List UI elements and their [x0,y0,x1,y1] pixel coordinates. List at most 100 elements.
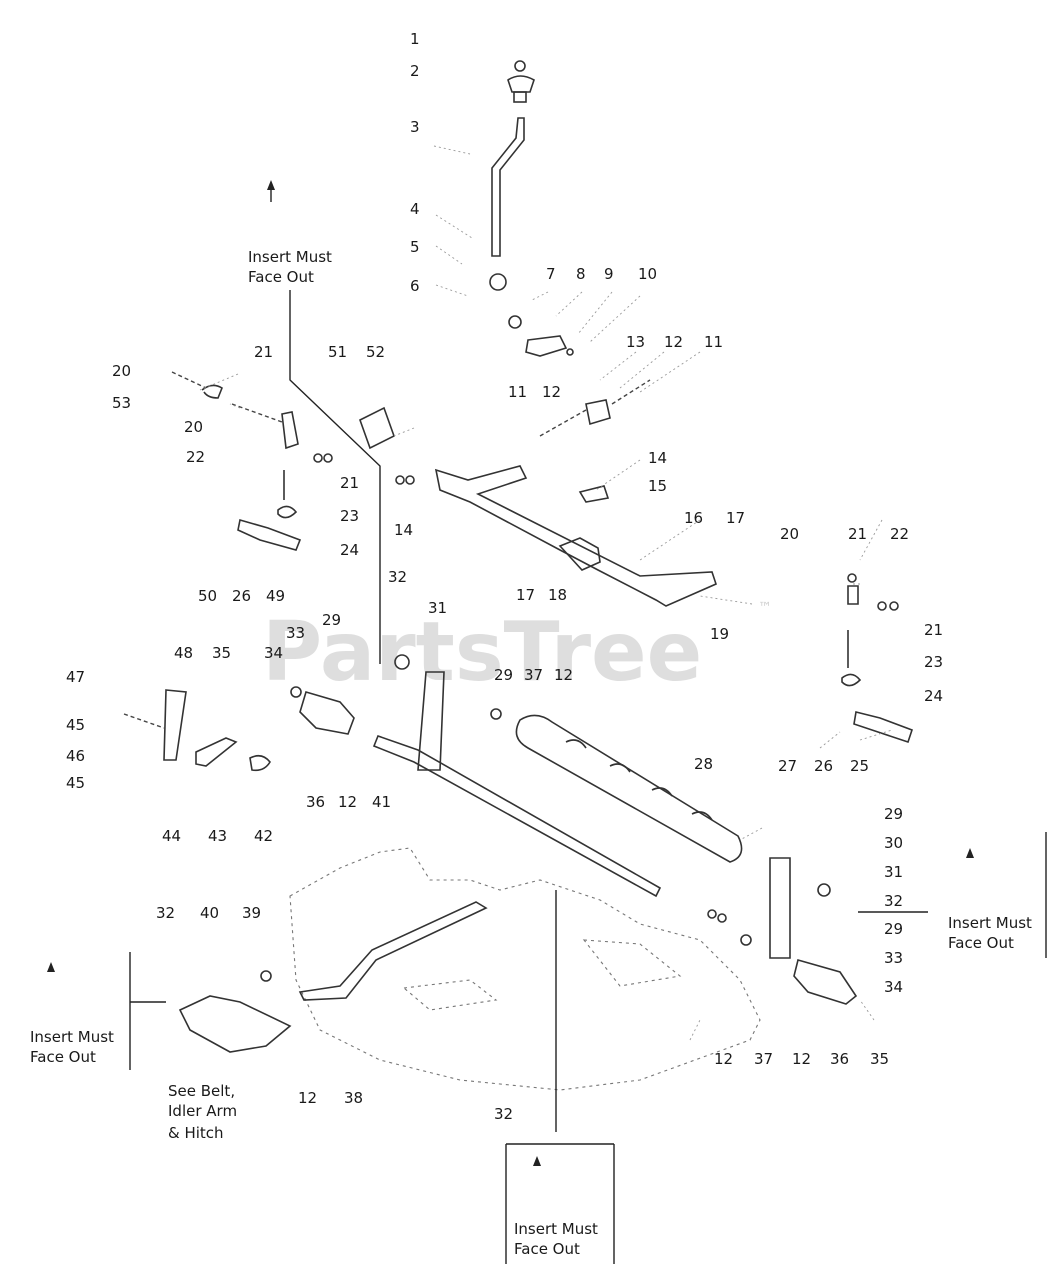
callout-c35b: 35 [870,1050,889,1068]
callout-c16: 16 [684,509,703,527]
callout-c29b: 29 [494,666,513,684]
rear-bushing [817,883,831,897]
callout-c21b: 21 [340,474,359,492]
leader-lines-upper [433,145,701,393]
left-roller [299,691,355,735]
callout-c21c: 21 [848,525,867,543]
right-washer-b [889,601,899,611]
callout-c11b: 11 [508,383,527,401]
washer-d [323,453,333,463]
adjust-bolt [277,470,298,519]
rear-washer [740,934,752,946]
right-washer-a [877,601,887,611]
lift-shaft [434,465,717,607]
mount-bolt [123,713,165,729]
link-block [585,399,611,426]
insert-note-top: Insert Must Face Out [248,180,332,286]
insert-note-left: Insert Must Face Out [30,952,131,1070]
callout-c12f: 12 [792,1050,811,1068]
callout-c1: 1 [410,30,420,48]
see-belt-line3: & Hitch [168,1124,224,1142]
callout-c12b: 12 [542,383,561,401]
callout-c32d: 32 [494,1105,513,1123]
rear-spacer-a [707,909,717,919]
adjust-arm-left [237,518,302,551]
callout-c20c: 20 [780,525,799,543]
see-belt-note: See Belt, Idler Arm & Hitch [168,1082,237,1142]
callout-c5: 5 [410,238,420,256]
callout-c21d: 21 [924,621,943,639]
callout-c24b: 24 [924,687,943,705]
callout-c29c: 29 [884,805,903,823]
callout-c17b: 17 [516,586,535,604]
callout-c26b: 26 [814,757,833,775]
callout-c28: 28 [694,755,713,773]
callout-c38: 38 [344,1089,363,1107]
callout-c23b: 23 [924,653,943,671]
callout-c34b: 34 [884,978,903,996]
callout-c14a: 14 [648,449,667,467]
callout-c45a: 45 [66,716,85,734]
right-link [847,585,859,605]
front-hitch-rod [298,901,488,1001]
lift-handle-rod [491,117,525,257]
callout-c13: 13 [626,333,645,351]
right-clip [847,573,857,583]
grip-clip [489,273,507,291]
callout-c24a: 24 [340,541,359,559]
callout-c8: 8 [576,265,586,283]
insert-note-line1: Insert Must [248,248,332,266]
knob [507,75,535,93]
adjust-arm-right [853,711,914,744]
pivot-handle [163,689,187,761]
callout-c52: 52 [366,343,385,361]
insert-note-line1: Insert Must [514,1220,598,1238]
callout-c14b: 14 [394,521,413,539]
front-axle [372,734,662,898]
right-roller [793,959,858,1005]
hairpin-clip [201,384,223,399]
callout-c31b: 31 [884,863,903,881]
insert-note-line2: Face Out [248,268,314,286]
callout-c32b: 32 [884,892,903,910]
callout-c12g: 12 [298,1089,317,1107]
shaft-bracket [558,537,601,571]
see-belt-line2: Idler Arm [168,1102,237,1120]
bracket [525,335,568,357]
callout-c29a: 29 [322,611,341,629]
washer-a [395,475,405,485]
insert-note-line1: Insert Must [948,914,1032,932]
deck-spindle-right [582,939,682,987]
deck-spindle-left [402,979,498,1011]
callout-c34a: 34 [264,644,283,662]
left-roller-bearing [290,686,302,698]
parts-drawing [123,60,928,1132]
insert-note-line1: Insert Must [30,1028,114,1046]
axle-bushing [394,654,410,670]
callout-c27: 27 [778,757,797,775]
callout-c3: 3 [410,118,420,136]
arrow-up-icon-head [267,180,275,190]
callout-c35a: 35 [212,644,231,662]
link-rod [539,379,651,437]
callout-c36a: 36 [306,793,325,811]
callout-c30: 30 [884,834,903,852]
callout-c37a: 37 [524,666,543,684]
callout-c36b: 36 [830,1050,849,1068]
callout-c26a: 26 [232,587,251,605]
callout-c43: 43 [208,827,227,845]
callout-c6: 6 [410,277,420,295]
callout-c53: 53 [112,394,131,412]
note-line-top [289,290,381,664]
insert-note-line2: Face Out [948,934,1014,952]
callout-c19: 19 [710,625,729,643]
callout-c32a: 32 [388,568,407,586]
callout-c41: 41 [372,793,391,811]
callout-c25: 25 [850,757,869,775]
leader-lines-lower [689,729,893,1041]
watermark-trademark: ™ [758,600,772,616]
hitch-washer [260,970,272,982]
callout-c45b: 45 [66,774,85,792]
pivot-plate [359,406,395,450]
